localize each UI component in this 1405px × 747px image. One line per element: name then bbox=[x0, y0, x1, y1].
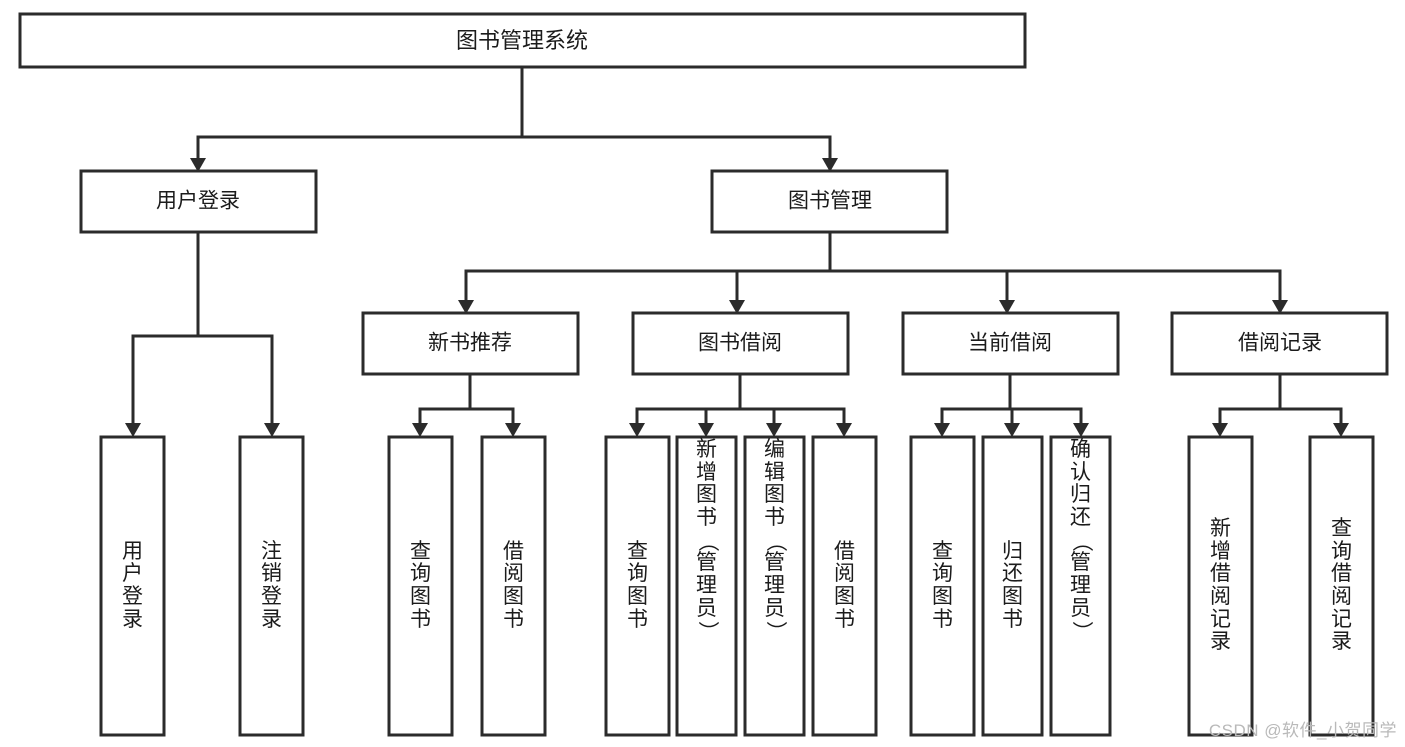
arrow-bookmgmt-c1 bbox=[458, 300, 474, 314]
leaf-box-add-book-admin[interactable] bbox=[675, 435, 738, 737]
leaf-label-edit-book-admin: 编辑图书（管理员） bbox=[763, 438, 787, 643]
arrow-newbook-c1 bbox=[412, 423, 428, 437]
node-current-borrow-box bbox=[901, 311, 1120, 376]
arrow-current-c3 bbox=[1073, 423, 1089, 437]
leaf-box-query-book-3[interactable] bbox=[909, 435, 976, 737]
node-book-borrow[interactable]: 图书借阅 bbox=[631, 311, 850, 376]
leaf-label-add-book-admin: 新增图书（管理员） bbox=[695, 438, 719, 643]
leaf-box-query-book-2[interactable] bbox=[604, 435, 671, 737]
node-book-management[interactable]: 图书管理 bbox=[710, 169, 949, 234]
arrow-login-c2 bbox=[264, 423, 280, 437]
arrow-record-c1 bbox=[1212, 423, 1228, 437]
node-root-system-box bbox=[18, 12, 1027, 69]
leaf-box-add-borrow-record[interactable] bbox=[1187, 435, 1254, 737]
leaf-label-user-login: 用户登录 bbox=[122, 539, 143, 631]
arrow-root-to-bookmgmt bbox=[822, 158, 838, 172]
arrow-bookmgmt-c4 bbox=[1272, 300, 1288, 314]
arrow-current-c1 bbox=[934, 423, 950, 437]
connector-group-book-mgmt bbox=[458, 230, 1288, 314]
leaf-label-query-borrow-record: 查询借阅记录 bbox=[1331, 516, 1352, 654]
leaf-label-query-book-2: 查询图书 bbox=[627, 539, 648, 631]
leaf-box-query-borrow-record[interactable] bbox=[1308, 435, 1375, 737]
leaf-label-confirm-return-admin: 确认归还（管理员） bbox=[1069, 438, 1093, 643]
arrow-bookmgmt-c3 bbox=[999, 300, 1015, 314]
connector-group-borrow bbox=[629, 372, 852, 437]
leaf-label-borrow-book-2: 借阅图书 bbox=[834, 539, 855, 631]
node-book-borrow-box bbox=[631, 311, 850, 376]
leaf-box-borrow-book-1[interactable] bbox=[480, 435, 547, 737]
leaf-label-borrow-book-1: 借阅图书 bbox=[503, 539, 524, 631]
leaf-box-query-book-1[interactable] bbox=[387, 435, 454, 737]
leaf-label-return-book: 归还图书 bbox=[1002, 539, 1023, 631]
node-book-management-box bbox=[710, 169, 949, 234]
node-root-system[interactable]: 图书管理系统 bbox=[18, 12, 1027, 69]
node-book-management-label: 图书管理 bbox=[788, 190, 872, 213]
node-root-system-label: 图书管理系统 bbox=[456, 28, 588, 53]
node-new-book-recommend[interactable]: 新书推荐 bbox=[361, 311, 580, 376]
arrow-current-c2 bbox=[1004, 423, 1020, 437]
connector-group-new-book bbox=[412, 372, 521, 437]
node-current-borrow[interactable]: 当前借阅 bbox=[901, 311, 1120, 376]
arrow-newbook-c2 bbox=[505, 423, 521, 437]
node-book-borrow-label: 图书借阅 bbox=[698, 332, 782, 355]
watermark-text: CSDN @软件_小贺同学 bbox=[1208, 721, 1397, 740]
node-borrow-record-box bbox=[1170, 311, 1389, 376]
connector-group-current-borrow bbox=[934, 372, 1089, 437]
connector-group-borrow-record bbox=[1212, 372, 1349, 437]
leaf-box-edit-book-admin[interactable] bbox=[743, 435, 806, 737]
arrow-borrow-c4 bbox=[836, 423, 852, 437]
leaf-box-return-book[interactable] bbox=[981, 435, 1044, 737]
connector-group-root bbox=[190, 65, 838, 172]
node-user-login[interactable]: 用户登录 bbox=[79, 169, 318, 234]
leaf-label-query-book-1: 查询图书 bbox=[410, 539, 431, 631]
leaf-node-group bbox=[99, 435, 1375, 737]
arrow-bookmgmt-c2 bbox=[729, 300, 745, 314]
arrow-login-c1 bbox=[125, 423, 141, 437]
node-user-login-label: 用户登录 bbox=[156, 190, 240, 213]
connector-group-user-login bbox=[125, 230, 280, 437]
leaf-label-query-book-3: 查询图书 bbox=[932, 539, 953, 631]
leaf-label-logout: 注销登录 bbox=[261, 539, 282, 631]
arrow-record-c2 bbox=[1333, 423, 1349, 437]
leaf-box-user-login[interactable] bbox=[99, 435, 166, 737]
node-borrow-record-label: 借阅记录 bbox=[1238, 332, 1322, 355]
node-new-book-recommend-label: 新书推荐 bbox=[428, 332, 512, 355]
arrow-borrow-c2 bbox=[698, 423, 714, 437]
node-user-login-box bbox=[79, 169, 318, 234]
leaf-label-add-borrow-record: 新增借阅记录 bbox=[1210, 516, 1231, 654]
leaf-box-logout[interactable] bbox=[238, 435, 305, 737]
node-current-borrow-label: 当前借阅 bbox=[968, 332, 1052, 355]
leaf-box-confirm-return-admin[interactable] bbox=[1049, 435, 1112, 737]
arrow-root-to-login bbox=[190, 158, 206, 172]
node-new-book-recommend-box bbox=[361, 311, 580, 376]
node-borrow-record[interactable]: 借阅记录 bbox=[1170, 311, 1389, 376]
leaf-box-borrow-book-2[interactable] bbox=[811, 435, 878, 737]
arrow-borrow-c3 bbox=[766, 423, 782, 437]
arrow-borrow-c1 bbox=[629, 423, 645, 437]
